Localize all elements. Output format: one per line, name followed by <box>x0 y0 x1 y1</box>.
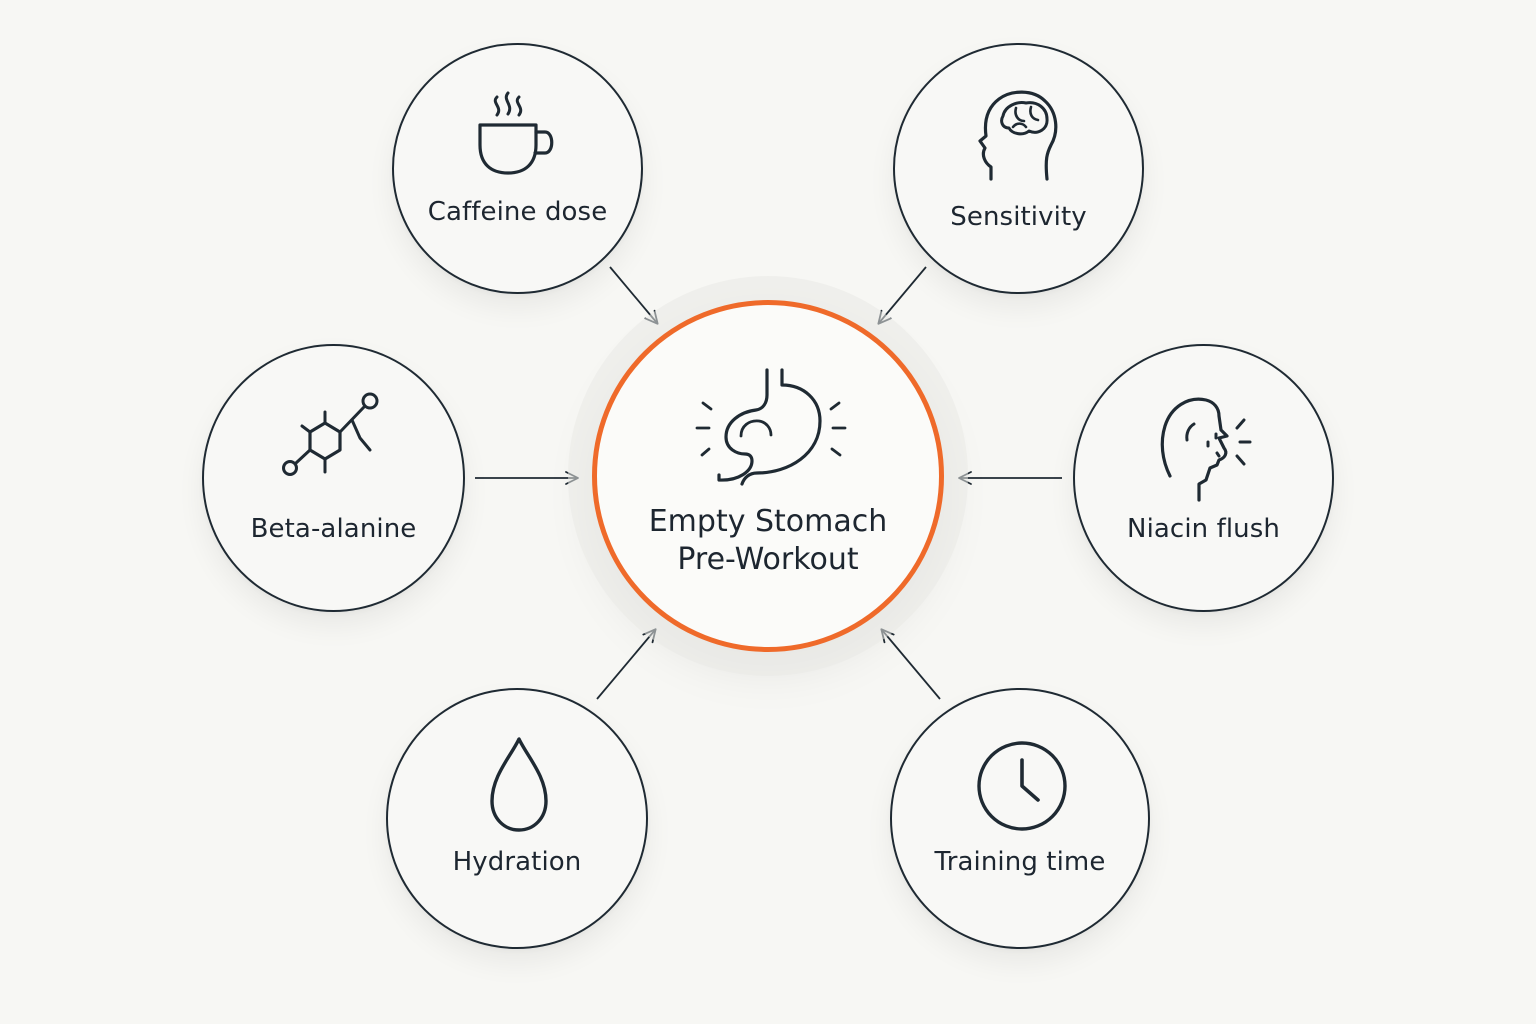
water-drop-icon <box>490 737 548 832</box>
coffee-cup-icon <box>478 91 554 175</box>
factor-label: Niacin flush <box>1127 514 1280 544</box>
head-brain-icon <box>978 90 1058 181</box>
arrow-hydration <box>596 628 657 700</box>
factor-sensitivity: Sensitivity <box>893 43 1144 294</box>
factor-label: Sensitivity <box>950 202 1087 232</box>
face-flush-icon <box>1160 397 1252 502</box>
factor-beta-alanine: Beta-alanine <box>202 344 465 612</box>
arrow-training-time <box>880 628 941 700</box>
factor-label: Caffeine dose <box>427 197 608 227</box>
stomach-icon <box>695 368 847 486</box>
factor-hydration: Hydration <box>386 688 648 949</box>
arrow-caffeine <box>609 266 659 325</box>
factor-label: Training time <box>934 847 1106 877</box>
factor-label: Hydration <box>452 847 582 877</box>
center-title-line-2: Pre-Workout <box>677 542 859 577</box>
center-topic: Empty Stomach Pre-Workout <box>592 300 944 652</box>
factor-training-time: Training time <box>890 688 1150 949</box>
factor-caffeine-dose: Caffeine dose <box>392 43 643 294</box>
factor-niacin-flush: Niacin flush <box>1073 344 1334 612</box>
clock-icon <box>977 741 1067 831</box>
arrow-sensitivity <box>877 266 927 325</box>
molecule-icon <box>282 392 379 476</box>
center-title-line-1: Empty Stomach <box>648 504 888 539</box>
factor-label: Beta-alanine <box>250 514 417 544</box>
center-title: Empty Stomach Pre-Workout <box>597 503 939 579</box>
